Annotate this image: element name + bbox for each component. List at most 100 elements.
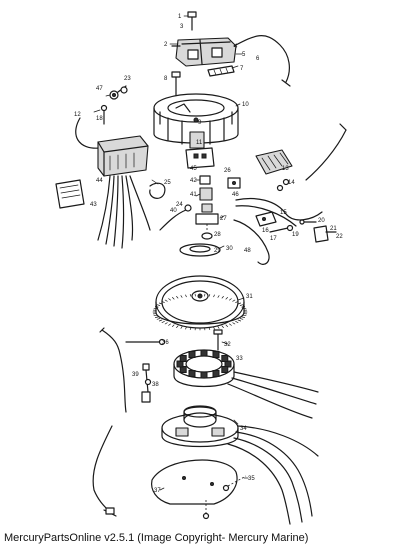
part-number-5[interactable]: 5 bbox=[242, 52, 246, 58]
stator-screw-32[interactable] bbox=[213, 329, 223, 351]
lead-38[interactable] bbox=[142, 363, 150, 393]
bushing-23[interactable] bbox=[120, 86, 128, 94]
part-number-2[interactable]: 2 bbox=[164, 42, 168, 48]
part-number-12[interactable]: 12 bbox=[74, 112, 81, 118]
washer-28[interactable] bbox=[201, 232, 213, 240]
ground-strap-25[interactable] bbox=[149, 182, 166, 199]
part-number-9[interactable]: 9 bbox=[198, 120, 202, 126]
part-number-10[interactable]: 10 bbox=[242, 102, 249, 108]
part-number-3[interactable]: 3 bbox=[180, 24, 184, 30]
part-number-20[interactable]: 20 bbox=[318, 218, 325, 224]
rectifier-screws[interactable] bbox=[276, 178, 290, 192]
terminal-block-15[interactable] bbox=[255, 211, 277, 227]
part-number-32[interactable]: 32 bbox=[224, 342, 231, 348]
terminal-43[interactable] bbox=[227, 177, 241, 189]
spacer-41[interactable] bbox=[199, 187, 213, 213]
ignition-coil-assembly[interactable] bbox=[175, 37, 237, 67]
terminal-block-27[interactable] bbox=[195, 213, 219, 232]
part-number-19[interactable]: 19 bbox=[292, 232, 299, 238]
part-number-27[interactable]: 27 bbox=[220, 216, 227, 222]
part-number-1[interactable]: 1 bbox=[178, 14, 182, 20]
coil-mounting-strap[interactable] bbox=[207, 65, 235, 77]
part-number-11[interactable]: 11 bbox=[196, 140, 203, 146]
ground-wire-12-right[interactable] bbox=[305, 123, 347, 181]
part-number-36[interactable]: 36 bbox=[162, 340, 169, 346]
screw-bottom[interactable] bbox=[202, 500, 210, 520]
wire-lead-left-upper[interactable] bbox=[99, 327, 166, 413]
part-number-44[interactable]: 44 bbox=[96, 178, 103, 184]
part-number-15[interactable]: 15 bbox=[280, 210, 287, 216]
part-number-29[interactable]: 29 bbox=[214, 248, 221, 254]
wire-48[interactable] bbox=[233, 219, 270, 265]
coil-high-tension-lead[interactable] bbox=[233, 35, 291, 87]
stator-leads[interactable] bbox=[227, 371, 319, 419]
part-number-46[interactable]: 46 bbox=[232, 192, 239, 198]
stator-pole bbox=[212, 351, 220, 358]
part-number-24[interactable]: 24 bbox=[176, 202, 183, 208]
trigger-housing[interactable] bbox=[153, 93, 239, 149]
trigger-leads[interactable] bbox=[227, 425, 319, 525]
part-number-4[interactable]: 4 bbox=[234, 44, 238, 50]
leader-lines bbox=[93, 15, 249, 491]
bracket-37[interactable] bbox=[151, 459, 238, 505]
ground-wire-12-left[interactable] bbox=[75, 117, 101, 149]
part-number-8[interactable]: 8 bbox=[164, 76, 168, 82]
connector-39[interactable] bbox=[141, 378, 152, 403]
part-number-14[interactable]: 14 bbox=[288, 180, 295, 186]
part-number-48[interactable]: 48 bbox=[244, 248, 251, 254]
part-number-39[interactable]: 39 bbox=[132, 372, 139, 378]
part-number-22[interactable]: 22 bbox=[336, 234, 343, 240]
stator-pole bbox=[200, 371, 208, 379]
flywheel[interactable] bbox=[155, 275, 245, 329]
trigger-plate-bracket[interactable] bbox=[185, 147, 215, 169]
part-number-21[interactable]: 21 bbox=[330, 226, 337, 232]
stator-pole bbox=[212, 370, 220, 377]
lead-19-20[interactable] bbox=[299, 219, 317, 225]
part-number-47[interactable]: 47 bbox=[96, 86, 103, 92]
trigger-plate[interactable] bbox=[161, 405, 239, 448]
copyright-caption: MercuryPartsOnline v2.5.1 (Image Copyrig… bbox=[4, 532, 309, 544]
part-number-labels: 1 2 3 4 5 6 7 8 9 10 11 12 13 14 15 16 1… bbox=[74, 14, 343, 494]
part-number-33[interactable]: 33 bbox=[236, 356, 243, 362]
switch-box-harness[interactable] bbox=[97, 175, 151, 249]
stator-pole bbox=[200, 349, 208, 357]
part-number-18[interactable]: 18 bbox=[96, 116, 103, 122]
part-number-43[interactable]: 43 bbox=[90, 202, 97, 208]
top-screw[interactable] bbox=[187, 11, 197, 31]
stator[interactable] bbox=[173, 349, 235, 388]
rectifier[interactable] bbox=[255, 149, 293, 175]
part-number-31[interactable]: 31 bbox=[246, 294, 253, 300]
stator-leads-right[interactable] bbox=[235, 197, 323, 227]
part-number-40[interactable]: 40 bbox=[170, 208, 177, 214]
part-number-26[interactable]: 26 bbox=[224, 168, 231, 174]
part-number-17[interactable]: 17 bbox=[270, 236, 277, 242]
part-number-37[interactable]: 37 bbox=[154, 488, 161, 494]
wire-44[interactable] bbox=[159, 209, 187, 231]
wire-16-17[interactable] bbox=[269, 224, 294, 233]
flywheel-cover-30[interactable] bbox=[179, 243, 221, 257]
decal bbox=[55, 179, 85, 209]
part-number-30[interactable]: 30 bbox=[226, 246, 233, 252]
screw-8[interactable] bbox=[171, 71, 181, 99]
part-number-35[interactable]: 35 bbox=[248, 476, 255, 482]
part-number-6[interactable]: 6 bbox=[256, 56, 260, 62]
terminal-42[interactable] bbox=[199, 175, 211, 185]
stud-18[interactable] bbox=[100, 104, 108, 125]
part-number-45[interactable]: 45 bbox=[190, 166, 197, 172]
wire-lead-left-lower[interactable] bbox=[92, 425, 117, 517]
part-number-7[interactable]: 7 bbox=[240, 66, 244, 72]
stator-pole bbox=[221, 355, 229, 362]
part-number-38[interactable]: 38 bbox=[152, 382, 159, 388]
part-number-34[interactable]: 34 bbox=[240, 426, 247, 432]
part-number-41[interactable]: 41 bbox=[190, 192, 197, 198]
terminal-21-22[interactable] bbox=[313, 225, 337, 243]
part-number-13[interactable]: 13 bbox=[282, 166, 289, 172]
nut-24[interactable] bbox=[184, 204, 192, 212]
switch-box[interactable] bbox=[97, 135, 149, 177]
part-number-42[interactable]: 42 bbox=[190, 178, 197, 184]
screw-35[interactable] bbox=[222, 475, 247, 492]
part-number-28[interactable]: 28 bbox=[214, 232, 221, 238]
part-number-23[interactable]: 23 bbox=[124, 76, 131, 82]
part-number-25[interactable]: 25 bbox=[164, 180, 171, 186]
part-number-16[interactable]: 16 bbox=[262, 228, 269, 234]
